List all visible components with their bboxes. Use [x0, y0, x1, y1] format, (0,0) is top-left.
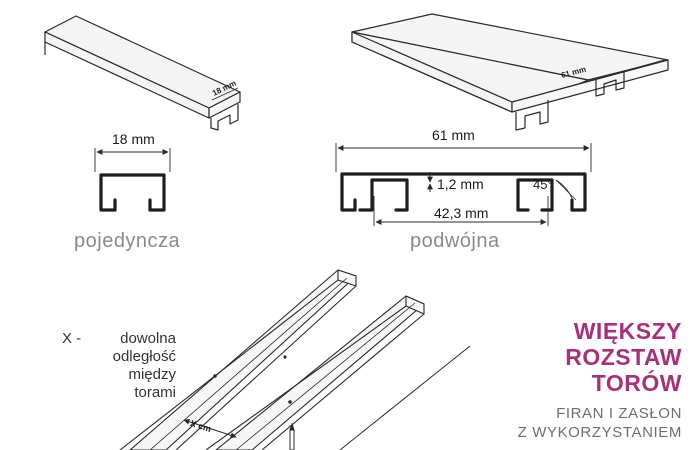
double-width-label: 61 mm [432, 127, 475, 143]
mount-points [213, 355, 292, 404]
single-width-label: 18 mm [112, 131, 155, 147]
x-distance-dim [183, 418, 237, 439]
inner-width-dim [373, 196, 549, 226]
x-note-body: dowolna odległość między torami [66, 330, 176, 402]
headline-line: WIĘKSZY [573, 318, 682, 344]
single-caption: pojedyncza [74, 230, 181, 252]
x-note-line: odległość [112, 348, 176, 365]
single-width-dim [94, 148, 171, 172]
x-note-line: dowolna [120, 330, 176, 347]
headline-sub-line: FIRAN I ZASŁON [556, 405, 682, 422]
headline-line: ROZSTAW [565, 344, 682, 370]
long-rail-right [205, 295, 425, 450]
double-rail-profile [340, 172, 587, 212]
x-note: X - [62, 330, 81, 348]
x-note-prefix: X - [62, 330, 82, 347]
double-caption: podwójna [410, 230, 500, 252]
x-note-line: między [128, 366, 176, 383]
wall-line [339, 345, 471, 450]
pencil-icon [289, 422, 295, 450]
inner-width-label: 42,3 mm [434, 205, 489, 221]
double-rail-3d [351, 13, 669, 131]
single-rail-profile [99, 173, 166, 212]
double-width-dim [335, 143, 592, 172]
angle-dim [555, 179, 577, 201]
headline: WIĘKSZY ROZSTAW TORÓW [565, 318, 682, 396]
headline-sub-line: Z WYKORZYSTANIEM [517, 424, 682, 441]
gap-label: 1,2 mm [437, 176, 484, 192]
headline-sub: FIRAN I ZASŁON Z WYKORZYSTANIEM [518, 404, 682, 442]
single-rail-3d [44, 15, 241, 131]
angle-label: 45° [533, 177, 553, 192]
x-note-line: torami [134, 384, 176, 401]
headline-line: TORÓW [591, 370, 682, 396]
